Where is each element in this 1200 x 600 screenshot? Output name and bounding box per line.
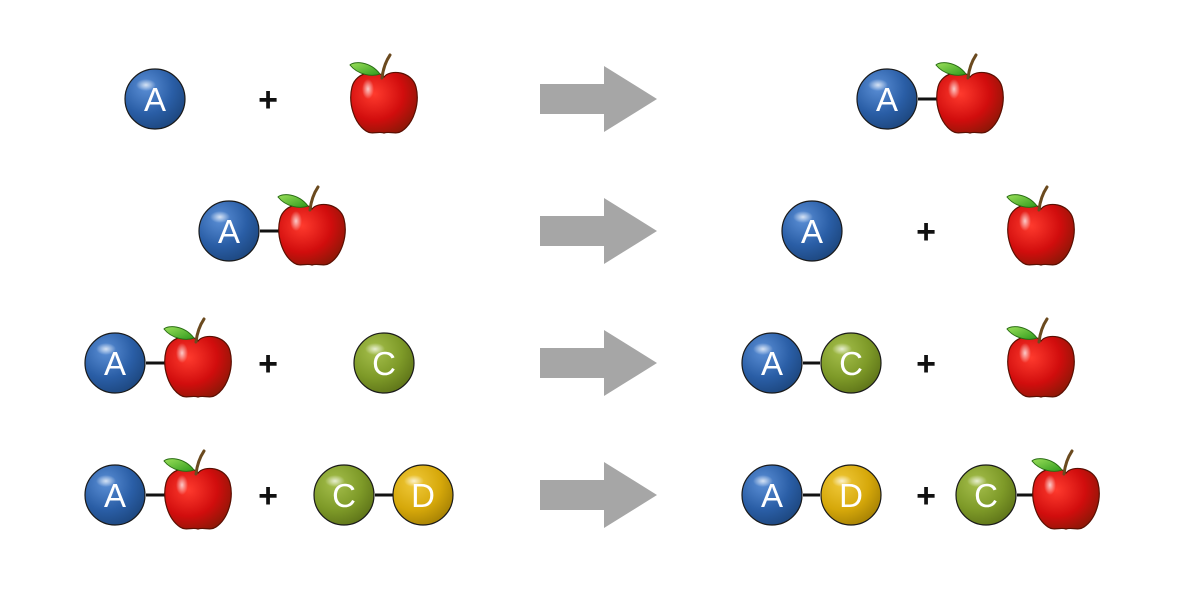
atom-a: A xyxy=(124,68,186,130)
atom-c: C xyxy=(820,332,882,394)
apple-icon xyxy=(1005,317,1076,399)
right-arrow-icon xyxy=(540,66,657,132)
apple-icon xyxy=(276,185,347,267)
apple-icon xyxy=(348,53,419,135)
atom-label-d: D xyxy=(411,477,435,514)
atom-a: A xyxy=(198,200,260,262)
atom-label-a: A xyxy=(801,213,823,250)
atom-label-a: A xyxy=(104,477,126,514)
apple-icon xyxy=(1030,449,1101,531)
apple-icon xyxy=(934,53,1005,135)
atom-label-a: A xyxy=(761,345,783,382)
right-arrow-icon xyxy=(540,330,657,396)
atom-label-c: C xyxy=(372,345,396,382)
right-arrow-icon xyxy=(540,462,657,528)
atom-a: A xyxy=(84,332,146,394)
atom-a: A xyxy=(741,464,803,526)
plus-sign: + xyxy=(258,345,278,383)
atom-label-d: D xyxy=(839,477,863,514)
atom-a: A xyxy=(856,68,918,130)
apple-icon xyxy=(162,449,233,531)
plus-sign: + xyxy=(916,477,936,515)
atom-c: C xyxy=(313,464,375,526)
plus-sign: + xyxy=(258,81,278,119)
atom-label-a: A xyxy=(104,345,126,382)
atom-a: A xyxy=(781,200,843,262)
atom-d: D xyxy=(820,464,882,526)
atom-c: C xyxy=(353,332,415,394)
atom-a: A xyxy=(84,464,146,526)
right-arrow-icon xyxy=(540,198,657,264)
plus-sign: + xyxy=(916,213,936,251)
atom-label-c: C xyxy=(839,345,863,382)
atom-label-c: C xyxy=(974,477,998,514)
atom-label-c: C xyxy=(332,477,356,514)
atom-label-a: A xyxy=(761,477,783,514)
apple-icon xyxy=(162,317,233,399)
atom-d: D xyxy=(392,464,454,526)
plus-sign: + xyxy=(916,345,936,383)
atom-c: C xyxy=(955,464,1017,526)
atom-label-a: A xyxy=(218,213,240,250)
atom-label-a: A xyxy=(876,81,898,118)
apple-icon xyxy=(1005,185,1076,267)
atom-label-a: A xyxy=(144,81,166,118)
plus-sign: + xyxy=(258,477,278,515)
atom-a: A xyxy=(741,332,803,394)
